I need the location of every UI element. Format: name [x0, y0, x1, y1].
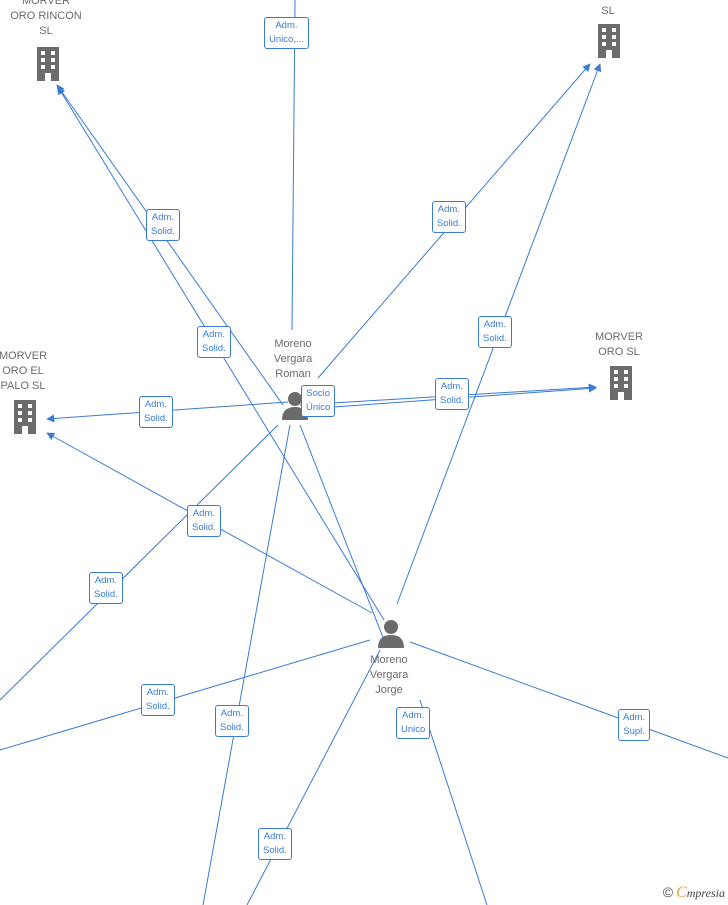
building-icon[interactable]	[9, 400, 41, 434]
node-label-morver-oro-el-palo: MORVER ORO EL PALO SL	[0, 350, 48, 392]
building-icon[interactable]	[593, 24, 625, 58]
copyright-icon: ©	[662, 884, 674, 900]
building-icon[interactable]	[32, 47, 64, 81]
edge-label[interactable]: Adm. Unico	[396, 707, 431, 739]
person-icon[interactable]	[376, 618, 406, 648]
edge-roman-jorge	[299, 424, 385, 641]
edge-jorge-bottom-left	[246, 649, 381, 905]
edge-label[interactable]: Adm. Solid.	[89, 572, 123, 604]
edge-roman-bottom-left	[0, 424, 279, 701]
edge-roman-rincon	[56, 84, 284, 406]
edge-label[interactable]: Adm. Solid.	[478, 316, 512, 348]
node-label-moreno-vergara-jorge: Moreno Vergara Jorge	[369, 654, 409, 696]
node-label-morver-oro: MORVER ORO SL	[594, 331, 644, 358]
edge-label[interactable]: Adm. Supl.	[618, 709, 651, 741]
edge-label[interactable]: Adm. Solid.	[215, 705, 249, 737]
brand-logo-letter: C	[676, 884, 687, 901]
edge-jorge-right	[409, 641, 728, 759]
edge-label[interactable]: Adm. Unico,...	[264, 17, 309, 49]
brand-watermark: ©Cmpresia	[663, 884, 725, 902]
edge-roman-bottom	[202, 424, 291, 905]
node-label-moreno-vergara-roman: Moreno Vergara Roman	[273, 338, 313, 380]
edge-label[interactable]: Adm. Solid.	[435, 378, 469, 410]
edge-label[interactable]: Adm. Solid.	[258, 828, 292, 860]
edge-label[interactable]: Adm. Solid.	[139, 396, 173, 428]
brand-name: mpresia	[686, 886, 725, 900]
edge-label[interactable]: Socio Único	[301, 385, 336, 417]
edge-label[interactable]: Adm. Solid.	[432, 201, 466, 233]
edge-jorge-left	[0, 639, 371, 751]
building-icon[interactable]	[605, 366, 637, 400]
edge-label[interactable]: Adm. Solid.	[187, 505, 221, 537]
edge-jorge-bottom	[419, 699, 488, 905]
edge-label[interactable]: Adm. Solid.	[141, 684, 175, 716]
edge-label[interactable]: Adm. Solid.	[197, 326, 231, 358]
node-label-company-top-right: SL	[601, 5, 615, 17]
node-label-morver-oro-rincon: MORVER ORO RINCON SL	[10, 0, 82, 37]
edge-label[interactable]: Adm. Solid.	[146, 209, 180, 241]
edge-roman-top	[291, 0, 296, 331]
